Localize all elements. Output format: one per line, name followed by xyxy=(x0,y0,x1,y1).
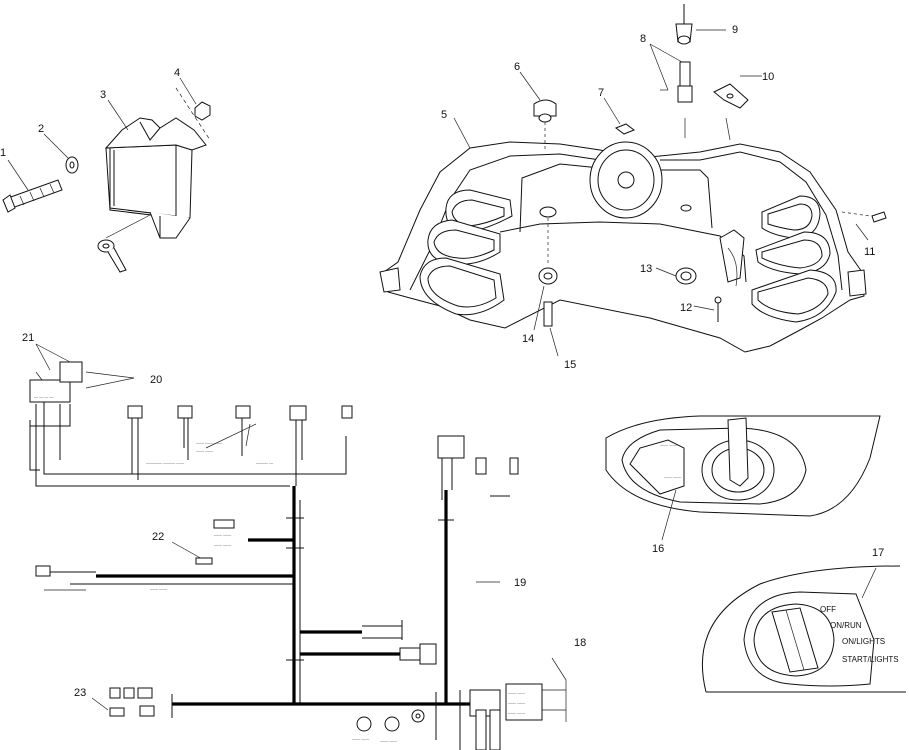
plug-part xyxy=(543,301,553,327)
callout-21: 21 xyxy=(22,332,34,344)
svg-text:——— —: ——— — xyxy=(256,460,273,465)
svg-text:—— ——: —— —— xyxy=(214,532,231,537)
junction-block: —— —— —— —— —— —— —— —— —— —— xyxy=(352,657,567,750)
callout-17: 17 xyxy=(872,547,884,559)
callout-6: 6 xyxy=(514,61,520,73)
callout-13: 13 xyxy=(640,263,652,275)
svg-text:—— ——: —— —— xyxy=(150,586,167,591)
svg-text:———— ——— ——: ———— ——— —— xyxy=(146,460,184,465)
ignition-run-label: ON/RUN xyxy=(830,621,862,630)
svg-text:—— ——: —— —— xyxy=(660,442,677,447)
callout-4: 4 xyxy=(174,67,180,79)
svg-text:—— ——: —— —— xyxy=(352,736,369,741)
svg-text:—— ——: —— —— xyxy=(214,542,231,547)
knob-part xyxy=(533,99,557,150)
ignition-start-label: START/LIGHTS xyxy=(842,655,899,664)
switch-panel-16: —— —— —— —— xyxy=(605,415,881,541)
relay-block: — — — — xyxy=(29,343,135,403)
callout-15: 15 xyxy=(564,359,576,371)
fuse-part xyxy=(660,61,693,138)
screw-part xyxy=(871,211,887,223)
callout-3: 3 xyxy=(100,89,106,101)
callout-1: 1 xyxy=(0,147,6,159)
control-box-assembly xyxy=(2,77,211,273)
svg-text:—— ——: —— —— xyxy=(508,690,525,695)
connector-row: —— —— —— —— —— ———— ——— —— ——— — xyxy=(127,405,353,486)
connector-23 xyxy=(91,687,155,717)
callout-labels: 1 2 3 4 5 6 7 8 9 10 11 12 13 14 15 16 1… xyxy=(0,24,884,699)
svg-text:—— ——: —— —— xyxy=(508,700,525,705)
ignition-switch-17: OFF ON/RUN ON/LIGHTS START/LIGHTS xyxy=(702,565,906,693)
callout-10: 10 xyxy=(762,71,774,83)
svg-text:—— ——: —— —— xyxy=(196,448,213,453)
clip-part xyxy=(614,123,636,135)
callout-9: 9 xyxy=(732,24,738,36)
bulb-part xyxy=(675,4,693,45)
callout-2: 2 xyxy=(38,123,44,135)
svg-text:— — — —: — — — — xyxy=(34,394,53,399)
control-box-part xyxy=(104,117,207,239)
callout-20: 20 xyxy=(150,374,162,386)
callout-18: 18 xyxy=(574,637,586,649)
callout-16: 16 xyxy=(652,543,664,555)
svg-text:—— ——: —— —— xyxy=(380,738,397,743)
callout-14: 14 xyxy=(522,333,534,345)
bolt-part xyxy=(2,179,63,213)
ring-terminal-part xyxy=(97,214,151,273)
callout-19: 19 xyxy=(514,577,526,589)
callout-22: 22 xyxy=(152,531,164,543)
right-vents xyxy=(751,195,837,323)
wiring-schematic: — — — — —— —— —— —— —— —— xyxy=(29,343,567,750)
nut-part xyxy=(194,101,211,121)
ignition-lights-label: ON/LIGHTS xyxy=(842,637,885,646)
svg-text:—— ——: —— —— xyxy=(664,474,681,479)
svg-text:—— ——: —— —— xyxy=(508,710,525,715)
console-assembly xyxy=(379,4,887,357)
callout-23: 23 xyxy=(74,687,86,699)
callout-12: 12 xyxy=(680,302,692,314)
svg-text:—— —— ——: —— —— —— xyxy=(196,440,222,445)
callout-7: 7 xyxy=(598,87,604,99)
ignition-off-label: OFF xyxy=(820,605,836,614)
left-vents xyxy=(419,189,513,316)
callout-8: 8 xyxy=(640,33,646,45)
callout-11: 11 xyxy=(864,246,875,258)
callout-5: 5 xyxy=(441,109,447,121)
